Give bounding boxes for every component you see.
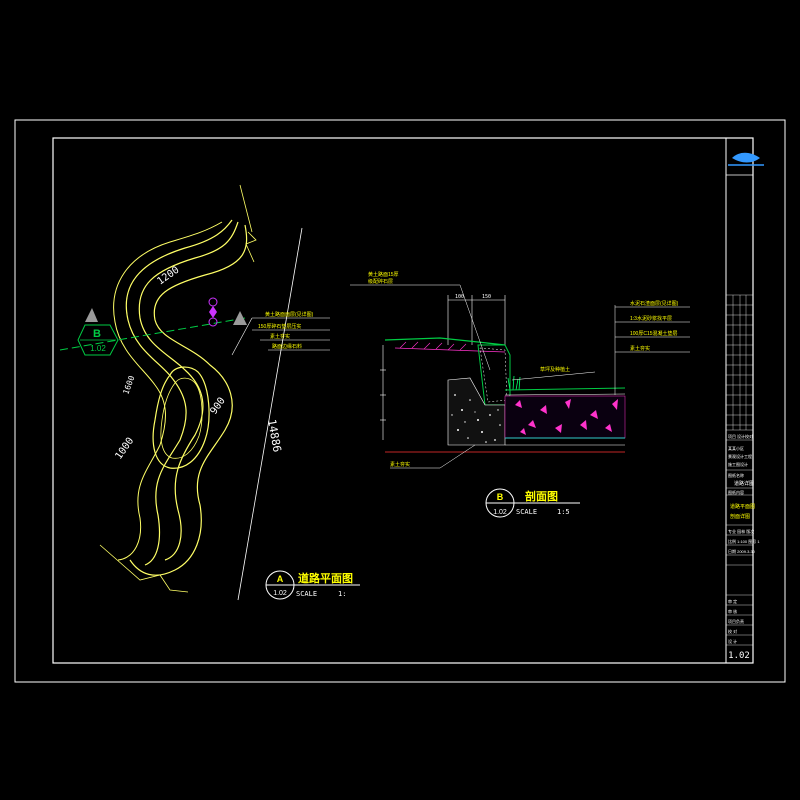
plan-callout-3: 素土夯实	[270, 333, 290, 340]
tb-sheet-label: 图纸内容	[728, 489, 744, 495]
section-marker-letter: B	[93, 328, 101, 340]
section-arrow-right	[233, 311, 247, 325]
plan-callout-4: 路面边缘石料	[272, 343, 302, 350]
tb-sign-row-2: 审 核	[728, 608, 737, 614]
dimension-line-total	[237, 227, 303, 601]
section-surface-line	[384, 337, 506, 346]
tb-sign-row-5: 设 计	[728, 638, 737, 644]
road-plan-view: 14886 1200 900 1000 1600 B 1.02 黄土路面面层(见…	[59, 184, 360, 601]
planting-island	[152, 366, 210, 469]
marker-diamond	[209, 306, 217, 318]
tb-row-label-2: 设计	[737, 433, 745, 439]
path-edge-inner	[125, 219, 233, 566]
section-marker-ref: 1.02	[90, 344, 106, 353]
tb-sign-row-3: 项目负责	[728, 618, 744, 624]
inner-frame	[52, 137, 754, 664]
plan-callout-1: 黄土路面面层(见详图)	[265, 311, 314, 318]
section-right-callout-2: 1:3水泥砂浆找平层	[630, 315, 672, 322]
section-marker-title-ref: 1.02	[493, 509, 507, 516]
section-right-callout-1: 水泥石渣面层(见详图)	[630, 300, 679, 307]
tb-drawing-name: 道路详图	[734, 480, 754, 487]
plan-marker-letter: A	[277, 574, 284, 584]
section-top-dim-2: 150	[482, 294, 491, 300]
title-block: 项目 设计 校对 某某小区 景观设计工程 施工图设计 图纸名称 道路详图 图纸内…	[726, 152, 764, 661]
concrete-base	[504, 395, 626, 439]
dim-1000-label: 1000	[113, 436, 136, 462]
planting-island-inner	[160, 377, 203, 459]
paving-surface-line	[504, 387, 626, 391]
path-edge-mid	[138, 221, 239, 561]
tb-info-row-3: 日期 2009.3.30	[728, 548, 756, 554]
break-line-bottom	[99, 544, 189, 593]
plan-scale-label: SCALE	[296, 590, 317, 598]
tb-drawing-label: 图纸名称	[728, 472, 744, 478]
break-line-top	[239, 184, 257, 263]
tb-info-row-1: 专业 园林 版次	[728, 528, 754, 534]
section-left-callout-1: 黄土路面15厚	[368, 271, 399, 278]
section-title: 剖面图	[525, 489, 558, 503]
ground-callout-leader	[439, 444, 476, 469]
ground-callout: 素土夯实	[390, 461, 410, 468]
tb-sign-row-4: 校 对	[728, 628, 737, 634]
tb-row-label-3: 校对	[745, 433, 753, 439]
tb-sign-row-1: 审 定	[728, 598, 737, 604]
marker-circle-top	[208, 297, 218, 307]
grass-leader	[511, 371, 596, 381]
dim-total-label: 14886	[265, 418, 284, 453]
section-marker-hexagon	[77, 324, 119, 356]
section-left-leader	[459, 284, 491, 371]
path-edge-outer	[129, 224, 248, 576]
plan-callout-2: 150厚碎石垫层压实	[258, 323, 301, 330]
plan-title: 道路平面图	[298, 571, 353, 585]
section-marker-title-letter: B	[497, 492, 504, 502]
tb-project-line3: 施工图设计	[728, 461, 748, 467]
company-logo	[732, 152, 760, 163]
plan-scale-value: 1:	[338, 590, 346, 598]
dim-1600-label: 1600	[121, 374, 136, 395]
concrete-hatch	[515, 399, 618, 435]
plan-leader-line	[231, 317, 253, 356]
curb-stone-hatch	[479, 347, 508, 403]
section-right-callout-4: 素土夯实	[630, 345, 650, 352]
section-top-hatch	[394, 347, 506, 353]
tb-row-labels: 项目	[728, 433, 736, 439]
tb-info-row-2: 比例 1:100 图号 1	[728, 538, 760, 544]
gravel-subbase	[447, 377, 506, 446]
section-scale-label: SCALE	[516, 508, 537, 516]
section-cut-line	[59, 317, 246, 351]
tb-project-line2: 景观设计工程	[728, 453, 752, 459]
tb-sheet-name-1: 道路平面图	[730, 503, 755, 510]
section-left-hatching	[399, 341, 467, 351]
grass-callout: 草坪及种植土	[540, 366, 570, 373]
section-scale-value: 1:5	[557, 508, 570, 516]
road-section-view: 100 150	[350, 271, 690, 518]
section-left-callout-2: 级配碎石层	[368, 278, 393, 285]
gravel-speckle	[451, 394, 501, 443]
marker-circle-bottom	[208, 317, 218, 327]
path-edge-far	[113, 221, 223, 561]
tb-grid	[726, 294, 753, 646]
section-top-dim-1: 100	[455, 294, 464, 300]
section-arrow-left	[85, 308, 98, 322]
section-right-callout-3: 100厚C15混凝土垫层	[630, 330, 678, 337]
tb-project-line1: 某某小区	[728, 445, 744, 451]
tb-sheet-number: 1.02	[728, 651, 750, 661]
tb-sheet-name-2: 剖面详图	[730, 513, 750, 520]
dim-900-label: 900	[208, 396, 227, 417]
outer-frame	[14, 119, 786, 683]
paving-mortar-line	[504, 393, 626, 396]
plan-marker-ref: 1.02	[273, 590, 287, 597]
